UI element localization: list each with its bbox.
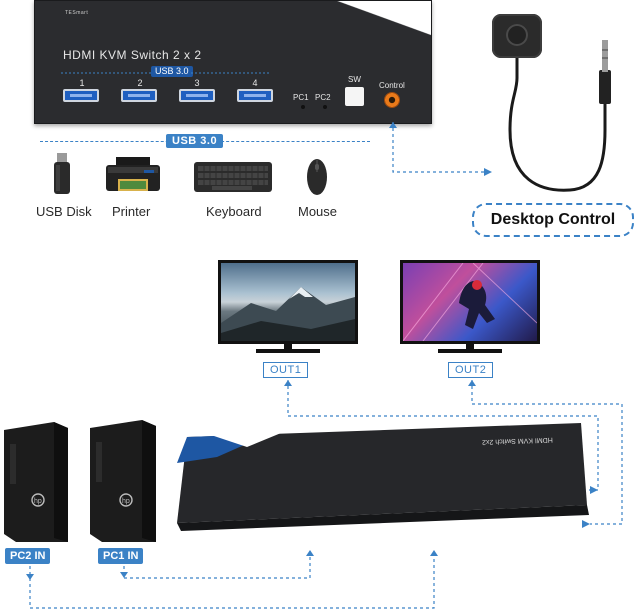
control-connection-line (380, 120, 500, 180)
port-number-3: 3 (187, 78, 207, 88)
control-jack[interactable] (384, 92, 400, 108)
port-number-1: 1 (72, 78, 92, 88)
usb-label-line (61, 72, 271, 75)
pc2-in-label: PC2 IN (5, 548, 50, 564)
monitor-1 (218, 260, 358, 354)
switch-button[interactable] (345, 87, 364, 106)
keyboard-icon (194, 162, 272, 194)
pc1-led (301, 105, 305, 109)
usb-port-3[interactable] (179, 89, 215, 102)
device-label-keyboard: Keyboard (206, 204, 262, 219)
control-port-label: Control (379, 81, 405, 90)
desktop-control-label: Desktop Control (472, 203, 634, 237)
monitor-icon (400, 260, 540, 344)
brand-stripe-white (321, 1, 431, 45)
device-label-printer: Printer (112, 204, 150, 219)
usb-port-2[interactable] (121, 89, 157, 102)
pc2-indicator-label: PC2 (315, 93, 331, 102)
port-number-4: 4 (245, 78, 265, 88)
brand-logo: TESmart (65, 10, 88, 16)
printer-icon (104, 157, 162, 197)
svg-text:hp: hp (122, 498, 130, 505)
pc2-led (323, 105, 327, 109)
kvm-front-title: HDMI KVM Switch 2 x 2 (63, 48, 202, 62)
device-label-mouse: Mouse (298, 204, 337, 219)
kvm-switch-front-panel: TESmart HDMI KVM Switch 2 x 2 USB 3.0 1 … (34, 0, 432, 124)
pc1-in-label: PC1 IN (98, 548, 143, 564)
pc-tower-icon: hp (90, 420, 156, 542)
usb-port-4[interactable] (237, 89, 273, 102)
monitor-2 (400, 260, 540, 354)
usb-port-1[interactable] (63, 89, 99, 102)
port-number-2: 2 (130, 78, 150, 88)
svg-text:hp: hp (34, 498, 42, 505)
monitor-icon (218, 260, 358, 344)
pc1-indicator-label: PC1 (293, 93, 309, 102)
pc-tower-icon: hp (4, 422, 68, 542)
usb-disk-icon (50, 153, 74, 195)
switch-button-label: SW (348, 75, 361, 84)
mountain-scene (221, 263, 355, 341)
usb-3-label: USB 3.0 (166, 134, 223, 148)
game-scene (403, 263, 537, 341)
device-label-usb-disk: USB Disk (36, 204, 92, 219)
audio-cable-icon (500, 30, 620, 196)
mouse-icon (306, 158, 328, 196)
